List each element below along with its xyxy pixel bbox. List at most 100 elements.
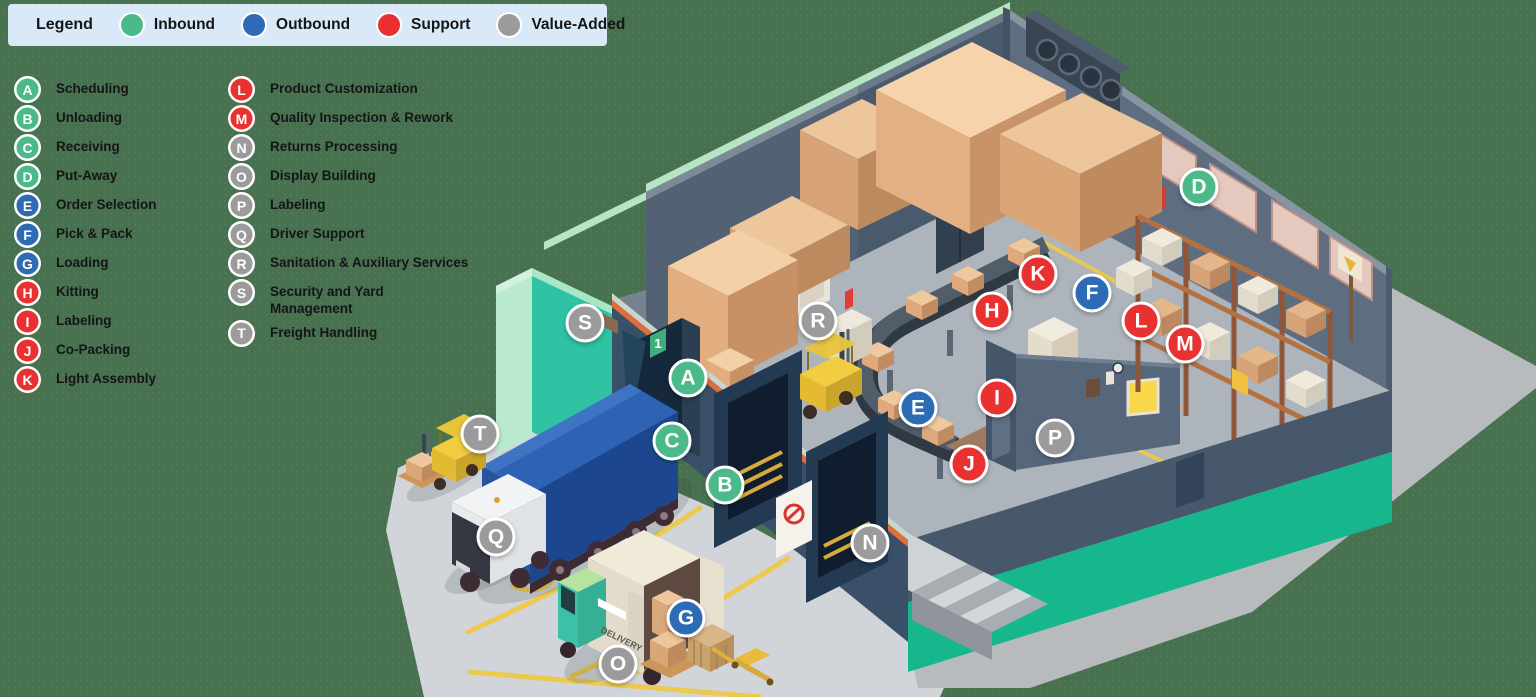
process-badge-o: O: [228, 163, 255, 190]
process-badge-g: G: [14, 250, 41, 277]
process-badge-r: R: [228, 250, 255, 277]
process-badge-h: H: [14, 279, 41, 306]
process-item-q: Q Driver Support: [228, 221, 468, 248]
map-marker-i: I: [977, 378, 1017, 418]
process-badge-f: F: [14, 221, 41, 248]
process-item-k: K Light Assembly: [14, 366, 157, 393]
map-marker-c: C: [652, 421, 692, 461]
legend-items: Inbound Outbound Support Value-Added: [118, 12, 625, 38]
process-item-label: Scheduling: [56, 81, 129, 96]
process-badge-j: J: [14, 337, 41, 364]
process-badge-e: E: [14, 192, 41, 219]
process-item-g: G Loading: [14, 250, 157, 277]
pallet-jack: [710, 646, 774, 686]
legend-item-outbound: Outbound: [241, 12, 350, 38]
legend-item-value_added: Value-Added: [496, 12, 625, 38]
process-item-label: Loading: [56, 255, 109, 270]
process-item-label: Kitting: [56, 284, 99, 299]
map-marker-j: J: [949, 444, 989, 484]
process-item-label: Co-Packing: [56, 342, 131, 357]
legend-item-label: Value-Added: [531, 16, 626, 33]
process-item-t: T Freight Handling: [228, 319, 468, 347]
process-item-d: D Put-Away: [14, 163, 157, 190]
process-badge-q: Q: [228, 221, 255, 248]
process-badge-c: C: [14, 134, 41, 161]
map-marker-s: S: [565, 303, 605, 343]
legend-item-label: Support: [411, 16, 471, 33]
process-item-label: Pick & Pack: [56, 226, 133, 241]
map-marker-m: M: [1165, 324, 1205, 364]
process-item-label: Returns Processing: [270, 139, 398, 154]
process-item-label: Display Building: [270, 168, 376, 183]
process-item-label: Labeling: [270, 197, 326, 212]
process-item-r: R Sanitation & Auxiliary Services: [228, 250, 468, 277]
process-item-label: Light Assembly: [56, 371, 157, 386]
pallet-racks: [1116, 213, 1333, 470]
process-item-label: Driver Support: [270, 226, 365, 241]
process-item-label: Unloading: [56, 110, 122, 125]
map-marker-t: T: [460, 414, 500, 454]
process-item-label: Receiving: [56, 139, 120, 154]
process-item-label: Sanitation & Auxiliary Services: [270, 255, 469, 270]
process-badge-i: I: [14, 308, 41, 335]
large-crates: [800, 42, 1162, 252]
process-item-m: M Quality Inspection & Rework: [228, 105, 468, 132]
process-item-p: P Labeling: [228, 192, 468, 219]
process-badge-b: B: [14, 105, 41, 132]
process-item-b: B Unloading: [14, 105, 157, 132]
map-marker-r: R: [798, 301, 838, 341]
process-item-h: H Kitting: [14, 279, 157, 306]
process-item-label: Freight Handling: [270, 324, 378, 340]
legend-title: Legend: [36, 16, 93, 33]
process-badge-n: N: [228, 134, 255, 161]
support-color-dot: [376, 12, 403, 38]
outbound-color-dot: [241, 12, 268, 38]
front-right-wall: [908, 390, 1392, 672]
process-item-j: J Co-Packing: [14, 337, 157, 364]
process-item-f: F Pick & Pack: [14, 221, 157, 248]
process-badge-s: S: [228, 279, 255, 306]
legend-item-label: Inbound: [153, 16, 216, 33]
map-marker-g: G: [666, 598, 706, 638]
cab-truck: [452, 474, 549, 592]
map-marker-l: L: [1121, 301, 1161, 341]
value_added-color-dot: [496, 12, 523, 38]
legend-item-label: Outbound: [276, 16, 351, 33]
map-marker-b: B: [705, 465, 745, 505]
map-marker-e: E: [898, 388, 938, 428]
roof-edging: [544, 2, 1010, 250]
map-marker-q: Q: [476, 517, 516, 557]
process-item-label: Labeling: [56, 313, 112, 328]
map-marker-a: A: [668, 358, 708, 398]
process-item-label: Product Customization: [270, 81, 418, 96]
process-badge-d: D: [14, 163, 41, 190]
dock-door-number: 1: [654, 336, 661, 351]
process-item-label: Quality Inspection & Rework: [270, 110, 454, 125]
process-item-label: Put-Away: [56, 168, 118, 183]
map-marker-h: H: [972, 291, 1012, 331]
map-marker-o: O: [598, 644, 638, 684]
process-item-label: Order Selection: [56, 197, 157, 212]
process-item-n: N Returns Processing: [228, 134, 468, 161]
map-marker-p: P: [1035, 418, 1075, 458]
forklift-left: [398, 414, 486, 490]
process-badge-p: P: [228, 192, 255, 219]
process-item-c: C Receiving: [14, 134, 157, 161]
map-marker-k: K: [1018, 254, 1058, 294]
legend-item-support: Support: [376, 12, 470, 38]
process-badge-m: M: [228, 105, 255, 132]
pallet-and-crate: [640, 624, 734, 678]
process-item-l: L Product Customization: [228, 76, 468, 103]
process-badge-k: K: [14, 366, 41, 393]
process-badge-l: L: [228, 76, 255, 103]
map-marker-d: D: [1179, 167, 1219, 207]
inbound-color-dot: [118, 12, 145, 38]
process-item-e: E Order Selection: [14, 192, 157, 219]
process-badge-t: T: [228, 319, 255, 347]
